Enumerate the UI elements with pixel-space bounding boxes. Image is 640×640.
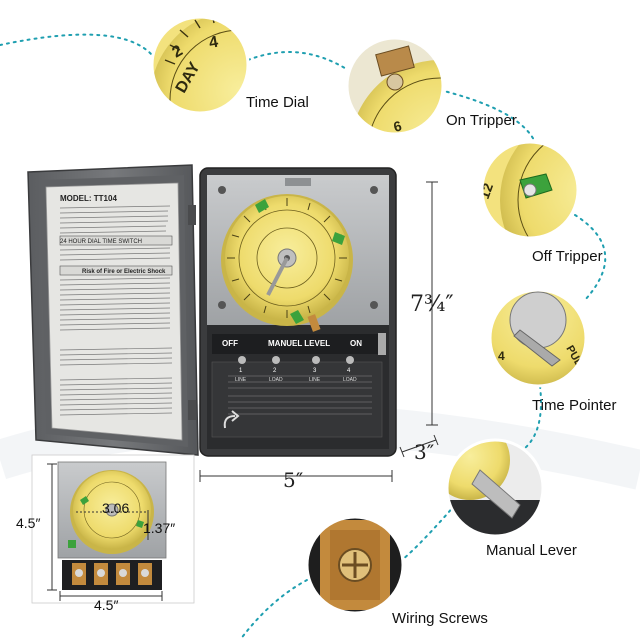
- terminal-label: LINE: [235, 377, 247, 383]
- case-door: [27, 164, 199, 456]
- on-tripper-label: On Tripper: [446, 112, 517, 129]
- terminal-num: 1: [239, 368, 243, 374]
- terminal-num: 4: [347, 368, 351, 374]
- manual-lever-label: Manual Lever: [486, 542, 577, 559]
- mech-height-dimension: 4.5″: [16, 515, 41, 531]
- svg-text:4: 4: [208, 34, 220, 52]
- svg-text:12: 12: [476, 181, 496, 201]
- callout-off-tripper-image: 12: [476, 140, 580, 240]
- model-label: MODEL: TT104: [60, 194, 117, 203]
- terminal-label: LOAD: [343, 377, 357, 383]
- callout-on-tripper-image: 6: [345, 36, 445, 136]
- main-dial: [221, 194, 353, 332]
- warning-label: Risk of Fire or Electric Shock: [82, 269, 166, 275]
- time-pointer-label: Time Pointer: [532, 397, 617, 414]
- terminal-num: 2: [273, 368, 277, 374]
- off-tripper-label: Off Tripper: [532, 248, 603, 265]
- on-label: ON: [350, 339, 362, 348]
- callout-wiring-screws-image: [305, 515, 405, 615]
- svg-text:4: 4: [498, 349, 505, 363]
- callout-time-pointer-image: 4 PULL: [488, 288, 588, 388]
- subtitle-label: 24 HOUR DIAL TIME SWITCH: [60, 239, 142, 245]
- height-dimension: 7¾″: [410, 292, 454, 317]
- dial-depth-dimension: 1.37″: [143, 520, 176, 536]
- wiring-screws-label: Wiring Screws: [392, 610, 488, 627]
- width-dimension: 5″: [283, 468, 304, 492]
- dimension-lines: [199, 181, 439, 482]
- manual-level-label: MANUEL LEVEL: [268, 339, 330, 348]
- dial-diameter-dimension: 3.06: [102, 500, 130, 516]
- mechanism-inset: [31, 454, 195, 604]
- terminal-label: LOAD: [269, 377, 283, 383]
- svg-text:6: 6: [392, 117, 404, 135]
- mech-width-dimension: 4.5″: [94, 597, 119, 613]
- terminal-label: LINE: [309, 377, 321, 383]
- time-dial-label: Time Dial: [246, 94, 309, 111]
- terminal-num: 3: [313, 368, 317, 374]
- off-label: OFF: [222, 339, 238, 348]
- depth-dimension: 3″: [414, 440, 435, 464]
- dotted-connector: [0, 33, 607, 640]
